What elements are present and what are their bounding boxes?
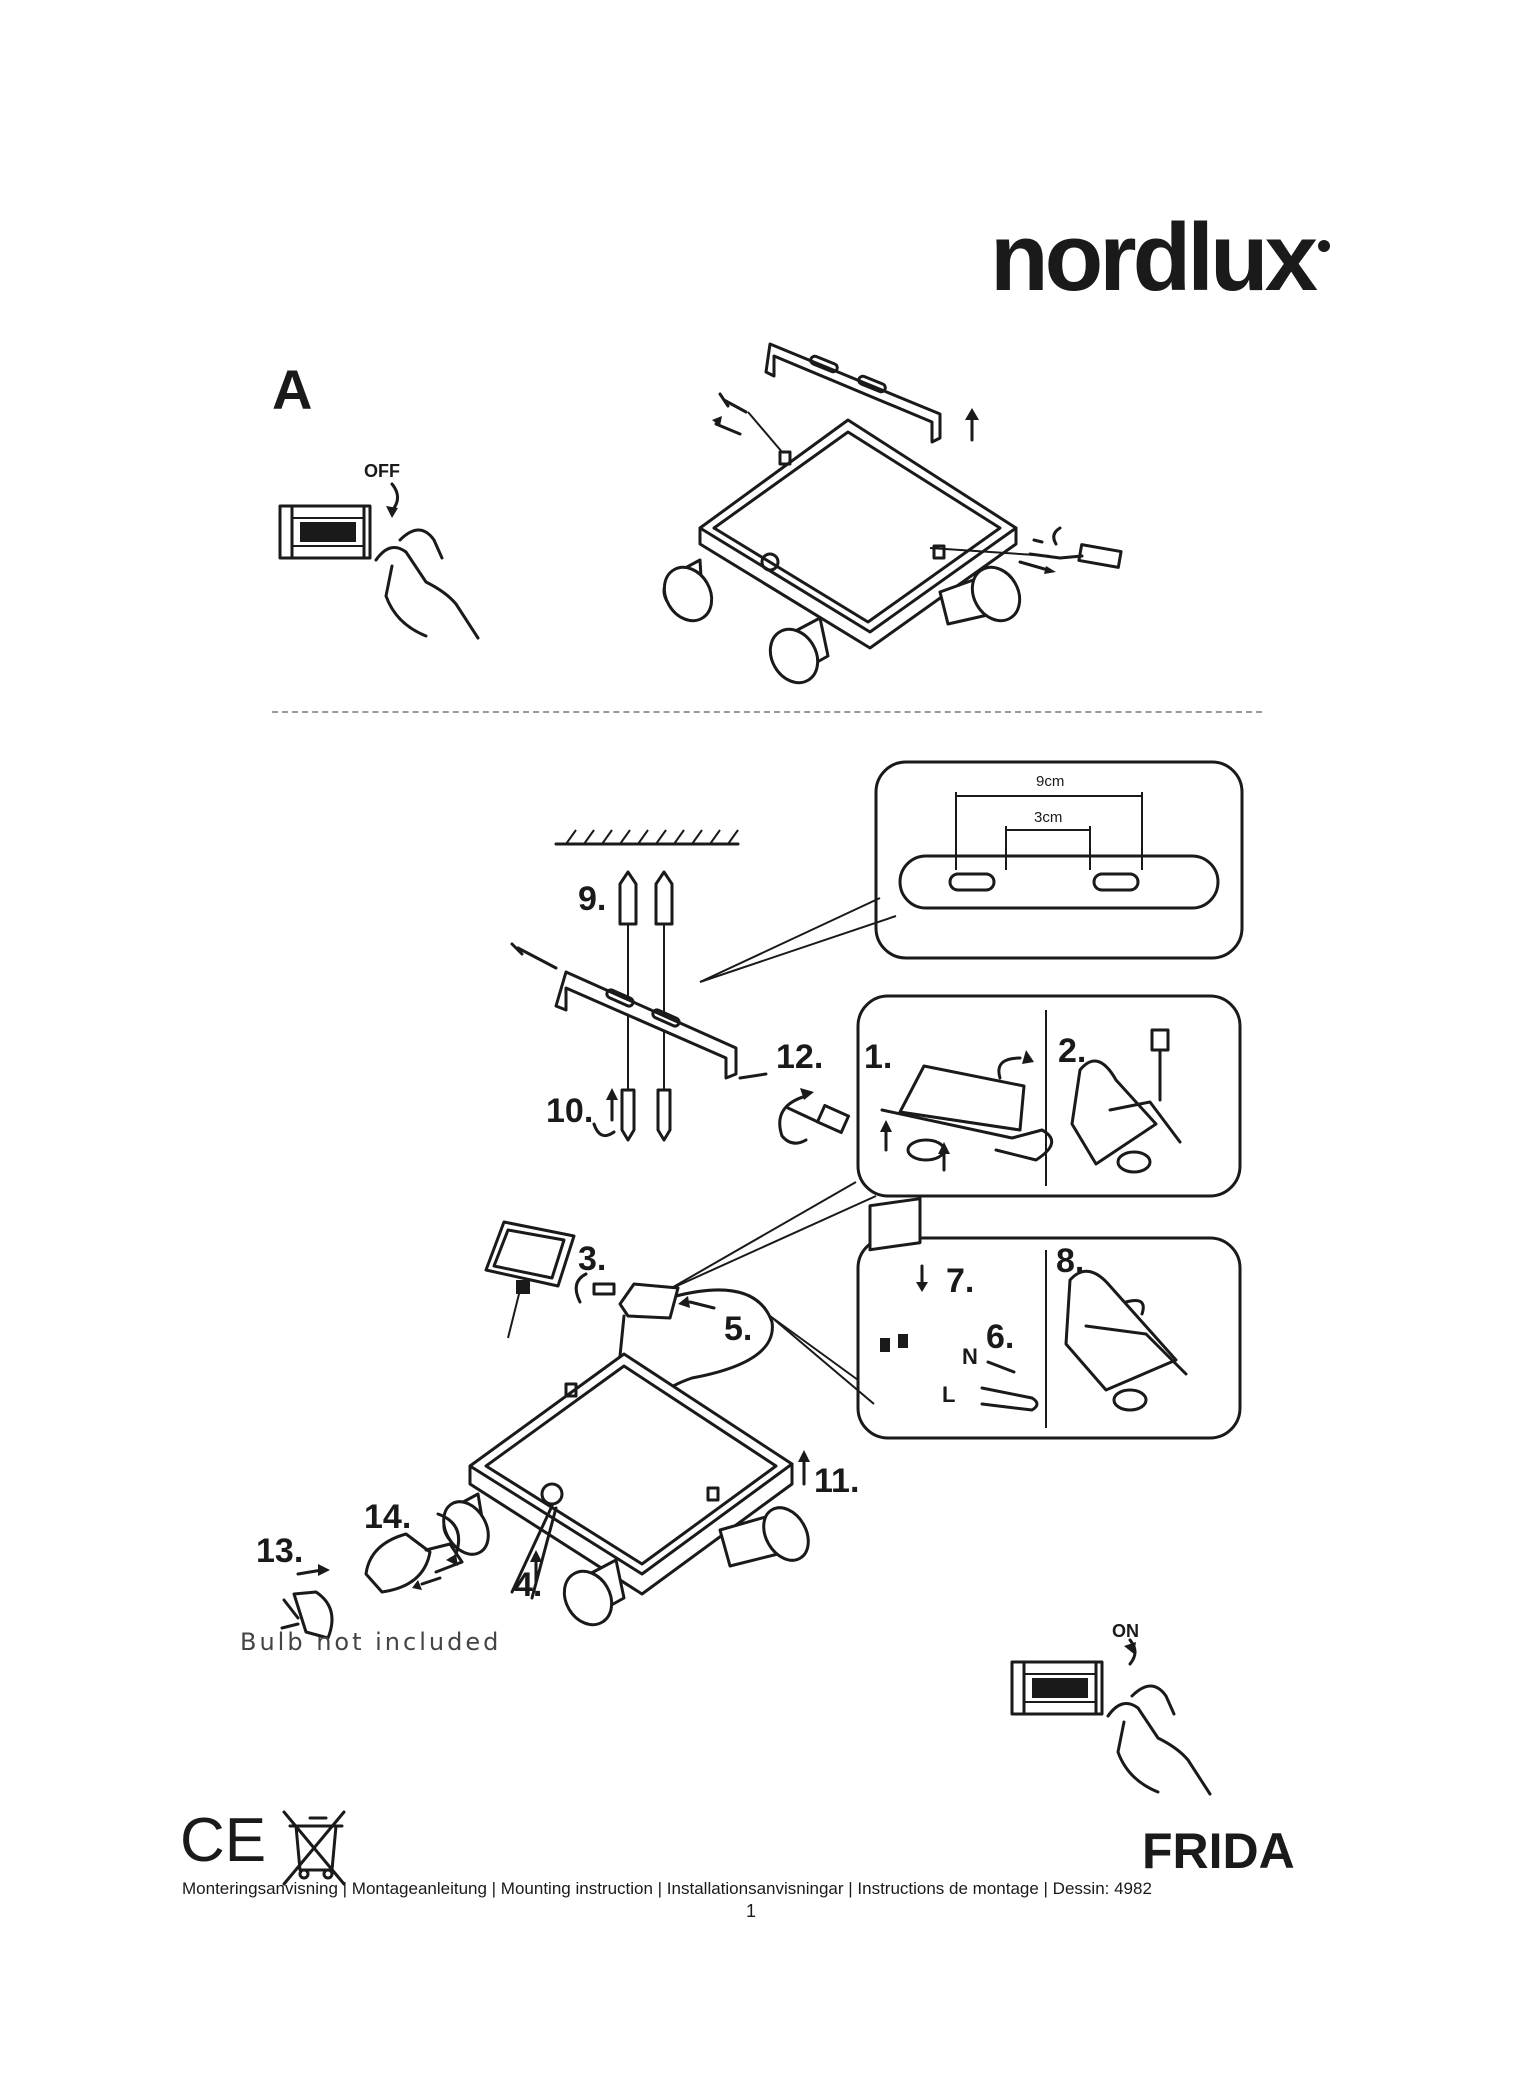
step-5-label: 5. [724, 1310, 753, 1348]
product-name: FRIDA [1142, 1823, 1295, 1879]
spotlight-left [662, 558, 714, 623]
fixture-install-illustration [280, 1220, 810, 1640]
rotate-arrow-icon [390, 482, 399, 510]
switch-off-label: OFF [364, 461, 400, 481]
bulb-not-included-note: Bulb not included [240, 1628, 502, 1656]
rotate-arrow-icon [574, 1272, 588, 1304]
screw-pair-icon [620, 1088, 672, 1142]
step-7-label: 7. [946, 1262, 975, 1300]
reflector-icon [280, 1564, 334, 1640]
neutral-wire-label: N [962, 1344, 978, 1369]
fixture-removal-illustration [662, 342, 1123, 685]
step-14-label: 14. [364, 1498, 412, 1536]
dimension-inner: 3cm [1034, 809, 1063, 826]
spotlight-right [718, 1506, 810, 1568]
page-number: 1 [746, 1901, 757, 1921]
spotlight-center [768, 616, 830, 685]
bracket-dimension-inset [874, 760, 1244, 960]
fuse-terminal-icon [1022, 1660, 1098, 1716]
terminal-box-inset [856, 994, 1242, 1198]
step-13-label: 13. [256, 1532, 304, 1570]
step-8-label: 8. [1056, 1242, 1085, 1280]
step-10-label: 10. [546, 1092, 594, 1130]
wall-plug-icon [618, 870, 674, 926]
mounting-bracket [764, 342, 942, 444]
rotate-arrow-icon [778, 1094, 808, 1145]
fuse-terminal-icon [290, 504, 366, 560]
bulb-icon [364, 1512, 464, 1594]
live-wire-label: L [942, 1382, 956, 1407]
step-4-label: 4. [514, 1566, 543, 1604]
step-1-label: 1. [864, 1038, 893, 1076]
switch-on-illustration [1010, 1638, 1212, 1796]
screw-icon [510, 942, 558, 970]
dimension-outer: 9cm [1036, 773, 1065, 790]
hand-icon [374, 528, 480, 640]
ce-mark: CE [180, 1806, 267, 1875]
step-9-label: 9. [578, 880, 607, 918]
wiring-inset [856, 1197, 1242, 1440]
spotlight-center [562, 1558, 626, 1627]
rotate-arrow-icon [1128, 1638, 1137, 1666]
section-a-label: A [272, 358, 313, 421]
instruction-languages-line: Monteringsanvisning | Montageanleitung |… [182, 1879, 1152, 1898]
crossed-out-bin-icon [282, 1810, 346, 1886]
ceiling-bracket [554, 970, 738, 1080]
step-2-label: 2. [1058, 1032, 1087, 1070]
switch-off-illustration [278, 482, 480, 640]
screwdriver-icon [929, 526, 1123, 574]
step-12-label: 12. [776, 1038, 824, 1076]
ceiling-mount-illustration [510, 829, 897, 1145]
screw-icon [718, 392, 748, 414]
hand-icon [1106, 1684, 1212, 1796]
step-3-label: 3. [578, 1240, 607, 1278]
step-6-label: 6. [986, 1318, 1015, 1356]
spotlight-right [938, 565, 1022, 626]
brand-logo: nordlux [990, 210, 1330, 306]
section-divider [272, 711, 1262, 713]
step-11-label: 11. [814, 1462, 860, 1500]
switch-on-label: ON [1112, 1621, 1139, 1641]
spotlight-left [442, 1492, 490, 1556]
